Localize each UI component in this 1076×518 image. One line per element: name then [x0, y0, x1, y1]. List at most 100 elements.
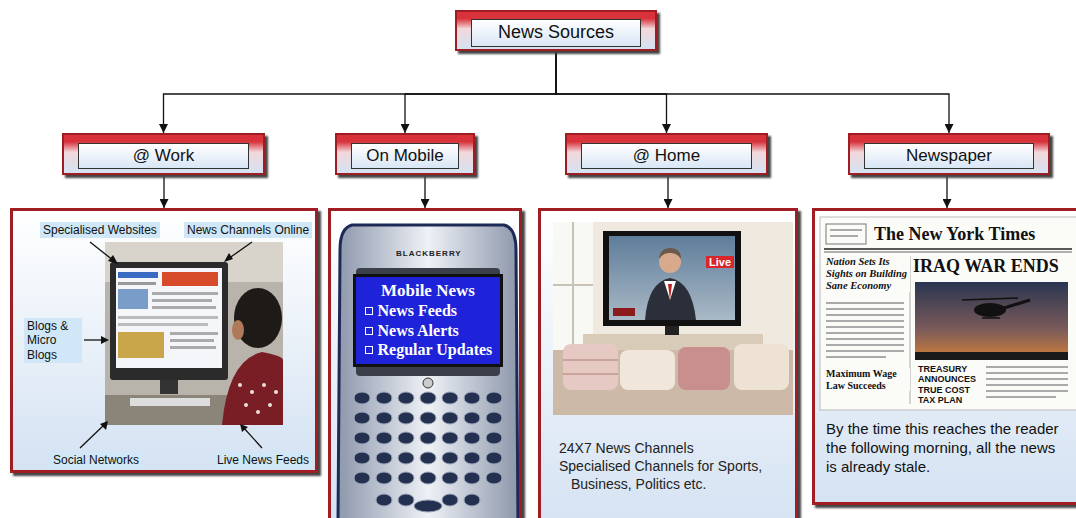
blackberry-phone — [354, 472, 370, 484]
living-room-photo — [678, 347, 730, 390]
blackberry-phone — [376, 494, 392, 506]
panel-caption: 24X7 News Channels — [559, 440, 694, 458]
blackberry-phone — [420, 412, 436, 424]
office-photo — [238, 383, 242, 387]
newspaper-page — [820, 217, 1076, 410]
leader-arrowhead — [108, 255, 118, 264]
living-room-photo — [572, 222, 574, 352]
screen-bullet: News Feeds — [364, 301, 493, 320]
blackberry-phone — [376, 412, 392, 424]
category-box: @ Home — [565, 133, 768, 175]
office-photo — [152, 306, 216, 309]
blackberry-phone — [486, 412, 502, 424]
blackberry-phone — [398, 494, 414, 506]
blackberry-phone — [486, 452, 502, 464]
source-panel: By the time this reaches the reader the … — [812, 208, 1076, 505]
blackberry-phone — [464, 472, 480, 484]
connector-arrow — [424, 175, 425, 208]
newspaper-headline: IRAQ WAR ENDS — [913, 256, 1059, 277]
leader-arrowhead — [240, 424, 248, 432]
leader-arrowhead — [100, 421, 108, 430]
office-photo — [160, 380, 178, 394]
blackberry-phone — [398, 452, 414, 464]
living-room-photo — [734, 344, 789, 390]
living-room-photo — [620, 350, 675, 390]
connector-arrow — [667, 175, 668, 208]
newspaper-page — [826, 308, 904, 310]
leader-arrow — [243, 427, 262, 448]
blackberry-phone — [486, 472, 502, 484]
office-photo — [256, 410, 260, 414]
callout-label: Blogs & Micro Blogs — [24, 318, 82, 363]
newspaper-subhead: Nation Sets Its Sights on Building Sane … — [826, 256, 910, 292]
blackberry-phone — [354, 432, 370, 444]
newspaper-page — [1004, 300, 1030, 308]
category-box: On Mobile — [335, 133, 475, 175]
blackberry-phone — [486, 432, 502, 444]
category-label: @ Home — [581, 143, 752, 169]
phone-screen: Mobile NewsNews FeedsNews AlertsRegular … — [353, 274, 504, 367]
leader-arrowhead — [100, 253, 248, 432]
source-panel: Specialised WebsitesNews Channels Online… — [10, 208, 318, 473]
blackberry-phone — [376, 472, 392, 484]
office-photo — [274, 390, 278, 394]
office-photo — [222, 352, 283, 425]
panel-caption: Specialised Channels for Sports, Busines… — [559, 458, 793, 493]
newspaper-page — [986, 378, 1068, 380]
newspaper-page — [820, 217, 1076, 410]
office-photo — [118, 272, 158, 278]
callout-label: Social Networks — [50, 452, 142, 468]
newspaper-page — [915, 352, 1068, 360]
newspaper-page — [915, 282, 1068, 360]
live-badge: Live — [706, 256, 734, 268]
newspaper-page — [830, 229, 862, 231]
newspaper-page — [962, 298, 1018, 300]
blackberry-phone — [442, 472, 458, 484]
blackberry-phone — [423, 378, 433, 388]
blackberry-phone — [338, 225, 518, 518]
office-photo — [162, 272, 218, 286]
office-photo — [116, 268, 222, 368]
office-photo — [232, 320, 244, 340]
blackberry-phone — [420, 392, 436, 404]
blackberry-phone — [442, 494, 458, 506]
connector-arrow — [164, 51, 557, 133]
category-label: On Mobile — [351, 143, 459, 169]
office-photo — [118, 332, 164, 358]
newspaper-page — [974, 303, 1006, 317]
screen-title: Mobile News — [364, 281, 493, 301]
office-photo — [152, 299, 212, 302]
screen-bullet: News Alerts — [364, 321, 493, 340]
newspaper-page — [986, 390, 1068, 392]
callout-label: News Channels Online — [184, 222, 312, 238]
blackberry-phone — [420, 472, 436, 484]
living-room-photo — [664, 281, 676, 300]
blackberry-phone — [376, 392, 392, 404]
newspaper-subhead: TREASURY ANNOUNCES TRUE COST TAX PLAN — [918, 364, 980, 405]
living-room-photo — [553, 222, 793, 415]
office-photo — [118, 289, 148, 309]
living-room-photo — [563, 359, 618, 361]
blackberry-phone — [354, 392, 502, 512]
category-label: @ Work — [78, 143, 249, 169]
category-label: Newspaper — [864, 143, 1034, 169]
newspaper-page — [826, 224, 866, 244]
blackberry-phone — [486, 392, 502, 404]
panel-caption: By the time this reaches the reader the … — [826, 420, 1070, 476]
blackberry-phone — [464, 412, 480, 424]
living-room-photo — [603, 231, 741, 326]
blackberry-phone — [464, 432, 480, 444]
office-photo — [110, 262, 228, 380]
newspaper-page — [826, 356, 886, 358]
office-photo — [118, 323, 208, 326]
office-photo — [170, 346, 216, 349]
connector-arrow — [405, 51, 556, 133]
panel-ground — [541, 211, 795, 518]
newspaper-page — [986, 396, 1056, 398]
blackberry-phone — [398, 472, 414, 484]
brand-name: BLACKBERRY — [396, 249, 462, 258]
blackberry-phone — [442, 452, 458, 464]
office-photo — [105, 242, 283, 425]
newspaper-page — [826, 326, 904, 328]
blackberry-phone — [420, 452, 436, 464]
